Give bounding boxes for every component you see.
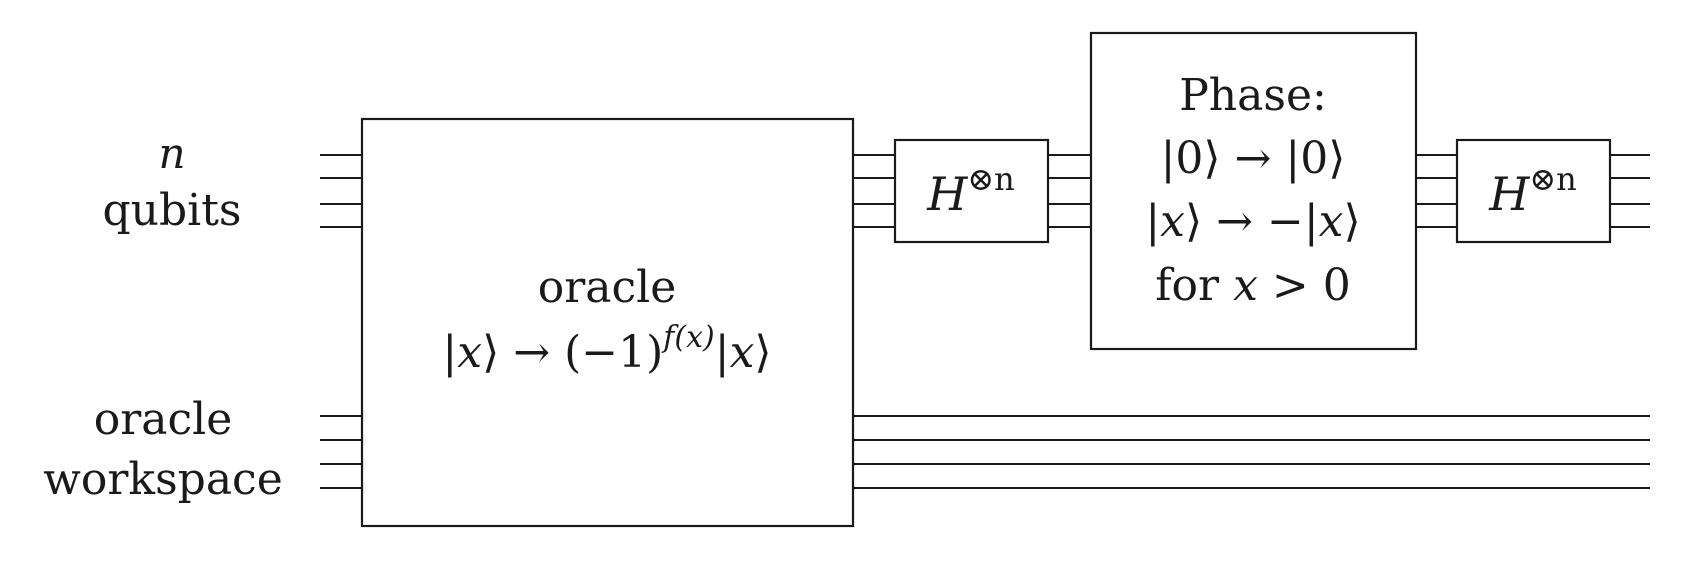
phase-gate-title: Phase: [1179,70,1327,121]
oracle-gate-box [360,117,855,528]
top-register-label-qubits: qubits [102,185,241,236]
hadamard-gate-1-label: H⊗n [926,160,1015,221]
phase-gate-condition: for x > 0 [1155,260,1351,311]
hadamard-gate-1: H⊗n [893,138,1050,244]
hadamard-gate-2-box [1455,138,1612,244]
phase-gate-box [1089,31,1418,351]
workspace-register-label-oracle: oracle [94,394,233,445]
phase-gate-rule-x: |x⟩ → −|x⟩ [1145,196,1360,247]
phase-gate: Phase: |0⟩ → |0⟩ |x⟩ → −|x⟩ for x > 0 [1089,31,1418,351]
top-register-label-n: n [158,129,185,178]
oracle-gate-title: oracle [538,262,677,313]
hadamard-gate-2: H⊗n [1455,138,1612,244]
hadamard-gate-2-label: H⊗n [1488,160,1577,221]
workspace-register-label-workspace: workspace [43,454,283,505]
phase-gate-rule-zero: |0⟩ → |0⟩ [1161,133,1346,184]
hadamard-gate-1-box [893,138,1050,244]
oracle-gate-formula: |x⟩ → (−1)f(x)|x⟩ [442,320,771,378]
oracle-gate: oracle |x⟩ → (−1)f(x)|x⟩ [360,117,855,528]
